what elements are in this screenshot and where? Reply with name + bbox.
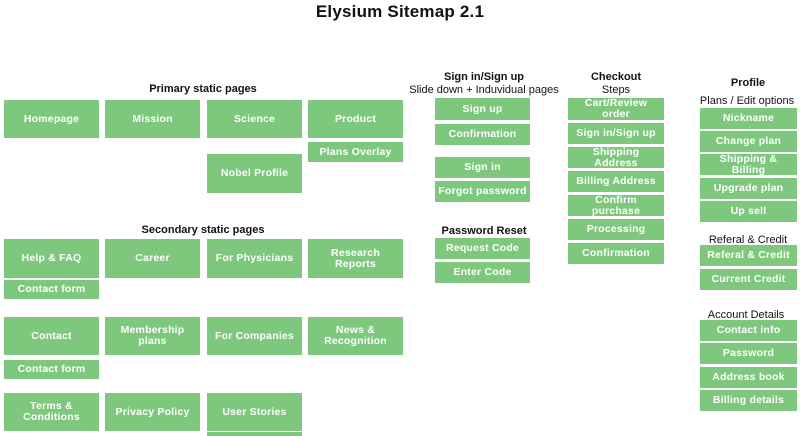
- node-help-faq: Help & FAQ: [4, 239, 99, 278]
- secondary-static-pages-header: Secondary static pages: [141, 224, 265, 236]
- node-for-companies: For Companies: [207, 317, 302, 355]
- node-nickname: Nickname: [700, 108, 797, 129]
- node-contact-form-1: Contact form: [4, 280, 99, 299]
- node-contact-form-2: Contact form: [4, 360, 99, 379]
- profile-header: Profile: [730, 77, 766, 89]
- node-user-stories: User Stories: [207, 393, 302, 431]
- node-request-code: Request Code: [435, 238, 530, 259]
- node-confirm-purchase: Confirm purchase: [568, 194, 664, 216]
- node-career: Career: [105, 239, 200, 278]
- node-research-reports: Research Reports: [308, 239, 403, 278]
- node-contact-info: Contact info: [700, 320, 797, 341]
- node-sign-in: Sign in: [435, 157, 530, 178]
- node-forgot-password: Forgot password: [435, 181, 530, 202]
- node-mission: Mission: [105, 100, 200, 138]
- node-confirmation-signup: Confirmation: [435, 124, 530, 145]
- node-change-plan: Change plan: [700, 131, 797, 152]
- checkout-subheader: Steps: [601, 84, 631, 96]
- node-billing-details: Billing details: [700, 390, 797, 411]
- checkout-header: Checkout: [590, 71, 642, 83]
- account-details-label: Account Details: [707, 309, 785, 321]
- signin-signup-header: Sign in/Sign up: [443, 71, 525, 83]
- node-sign-up: Sign up: [435, 98, 530, 120]
- node-cutoff-box: [207, 432, 302, 436]
- node-referal-credit: Referal & Credit: [700, 245, 797, 266]
- node-confirmation-checkout: Confirmation: [568, 243, 664, 264]
- node-for-physicians: For Physicians: [207, 239, 302, 278]
- primary-static-pages-header: Primary static pages: [149, 83, 257, 95]
- node-billing-address: Billing Address: [568, 171, 664, 192]
- node-plans-overlay: Plans Overlay: [308, 142, 403, 162]
- password-reset-header: Password Reset: [441, 225, 527, 237]
- node-current-credit: Current Credit: [700, 269, 797, 290]
- node-membership-plans: Membership plans: [105, 317, 200, 355]
- node-processing: Processing: [568, 219, 664, 240]
- node-password: Password: [700, 343, 797, 364]
- node-up-sell: Up sell: [700, 201, 797, 222]
- node-privacy-policy: Privacy Policy: [105, 393, 200, 431]
- node-shipping-billing: Shipping & Billing: [700, 153, 797, 175]
- node-news-recognition: News & Recognition: [308, 317, 403, 355]
- referal-credit-label: Referal & Credit: [708, 234, 788, 246]
- node-enter-code: Enter Code: [435, 262, 530, 283]
- node-product: Product: [308, 100, 403, 138]
- node-homepage: Homepage: [4, 100, 99, 138]
- page-title: Elysium Sitemap 2.1: [315, 2, 485, 21]
- node-contact: Contact: [4, 317, 99, 355]
- node-upgrade-plan: Upgrade plan: [700, 178, 797, 199]
- node-shipping-address: Shipping Address: [568, 146, 664, 168]
- signin-signup-subheader: Slide down + Induvidual pages: [409, 84, 559, 96]
- node-science: Science: [207, 100, 302, 138]
- node-nobel-profile: Nobel Profile: [207, 154, 302, 193]
- node-cart-review-order: Cart/Review order: [568, 98, 664, 120]
- plans-edit-options-label: Plans / Edit options: [699, 95, 795, 107]
- node-terms-conditions: Terms & Conditions: [4, 393, 99, 431]
- node-address-book: Address book: [700, 367, 797, 388]
- node-signin-signup-step: Sign in/Sign up: [568, 123, 664, 144]
